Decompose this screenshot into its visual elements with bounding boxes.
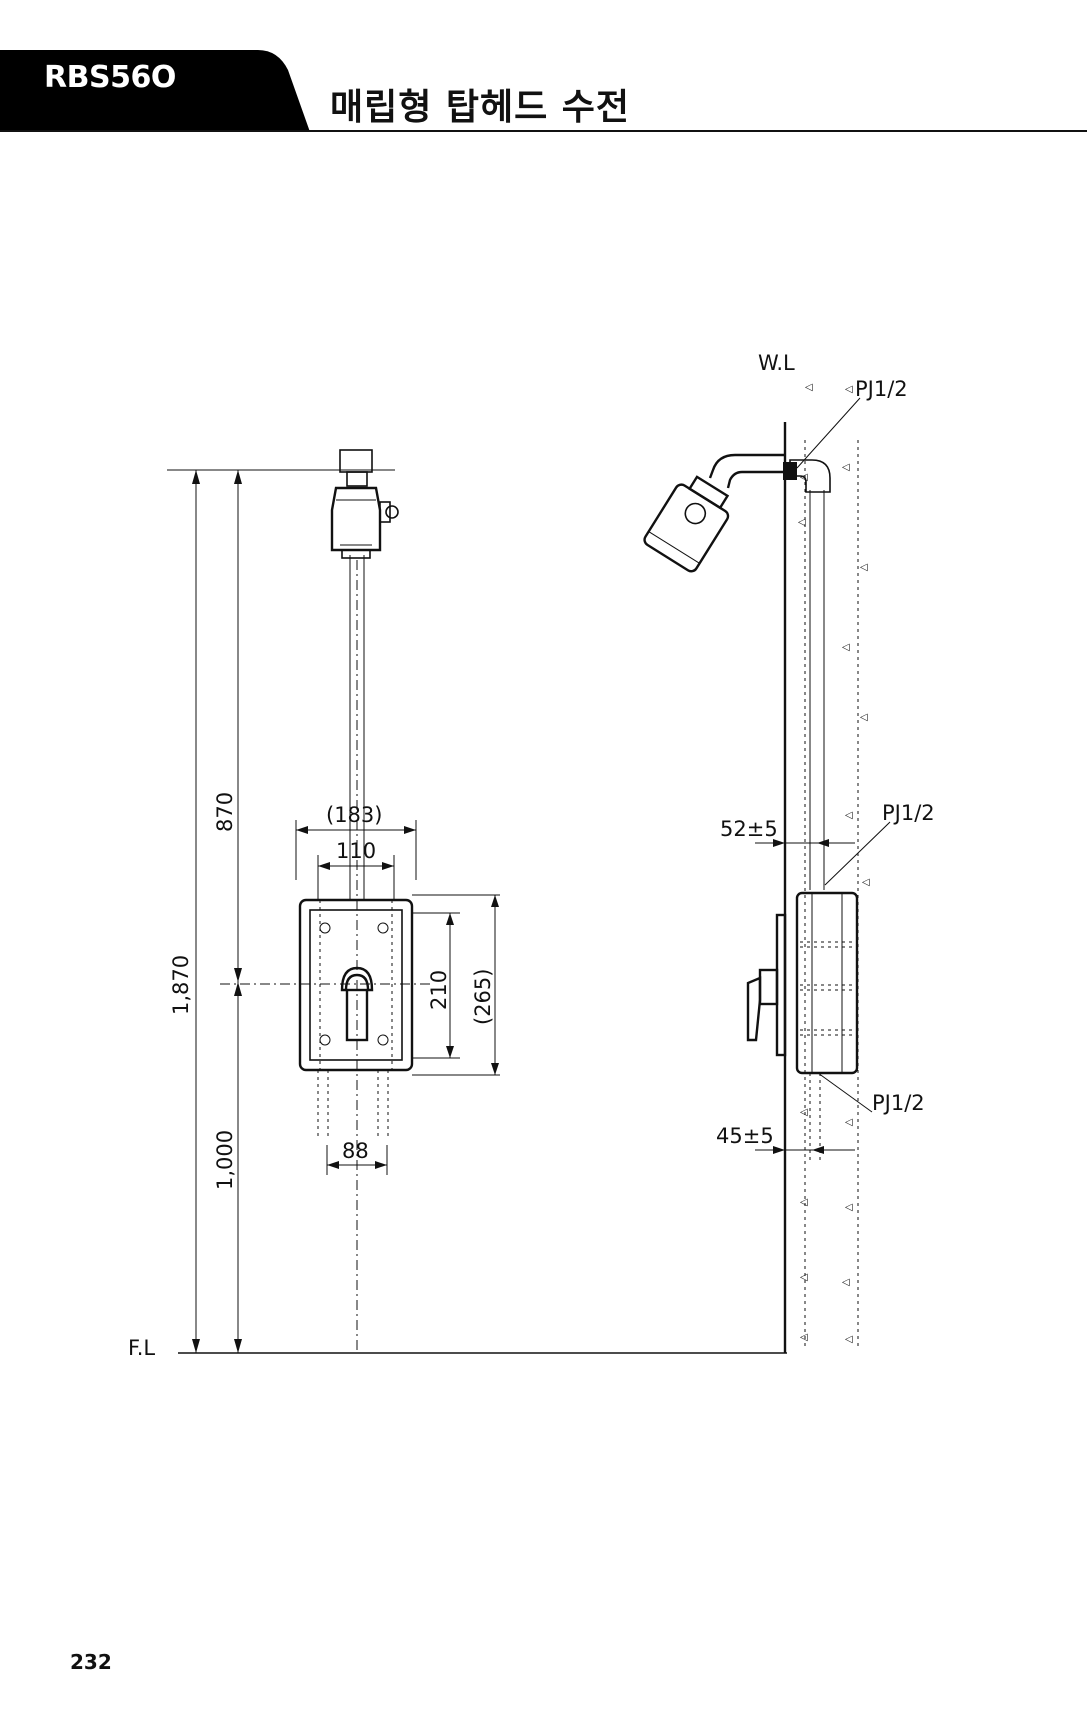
svg-text:◁: ◁ — [800, 1332, 808, 1343]
floor-level-label: F.L — [128, 1336, 155, 1360]
svg-text:◁: ◁ — [860, 712, 868, 723]
side-view: ◁◁ ◁◁ ◁◁ ◁◁ ◁◁ ◁◁ ◁◁ ◁◁ ◁◁ — [643, 351, 935, 1353]
header-tab — [0, 50, 310, 132]
svg-text:◁: ◁ — [845, 1202, 853, 1213]
svg-text:◁: ◁ — [805, 382, 813, 393]
dim-183: (183) — [326, 803, 382, 827]
svg-text:◁: ◁ — [842, 1277, 850, 1288]
dim-870: 870 — [213, 792, 237, 832]
svg-text:◁: ◁ — [845, 1334, 853, 1345]
dim-1000: 1,000 — [213, 1130, 237, 1190]
page-number: 232 — [70, 1650, 112, 1674]
svg-text:◁: ◁ — [800, 1107, 808, 1118]
dim-210: 210 — [427, 970, 451, 1010]
dim-88: 88 — [342, 1139, 369, 1163]
svg-text:◁: ◁ — [862, 877, 870, 888]
svg-text:◁: ◁ — [860, 562, 868, 573]
svg-text:◁: ◁ — [845, 1117, 853, 1128]
pj-middle-label: PJ1/2 — [882, 801, 935, 825]
svg-text:◁: ◁ — [845, 384, 853, 395]
svg-text:◁: ◁ — [800, 1197, 808, 1208]
dim-110: 110 — [336, 839, 376, 863]
offset-52: 52±5 — [720, 817, 778, 841]
dim-265: (265) — [471, 969, 495, 1025]
svg-text:◁: ◁ — [845, 810, 853, 821]
svg-text:◁: ◁ — [842, 462, 850, 473]
wall-level-label: W.L — [758, 351, 795, 375]
pj-top-label: PJ1/2 — [855, 377, 908, 401]
svg-text:◁: ◁ — [842, 642, 850, 653]
dim-1870: 1,870 — [169, 955, 193, 1015]
model-code: RBS56O — [44, 60, 176, 95]
svg-text:◁: ◁ — [798, 517, 806, 528]
front-view: 870 1,870 1,000 (183) 110 210 (265) 88 F… — [128, 449, 787, 1360]
page-title: 매립형 탑헤드 수전 — [330, 87, 631, 128]
pj-bottom-label: PJ1/2 — [872, 1091, 925, 1115]
svg-text:◁: ◁ — [800, 1272, 808, 1283]
offset-45: 45±5 — [716, 1124, 774, 1148]
header-rule — [0, 130, 1087, 132]
